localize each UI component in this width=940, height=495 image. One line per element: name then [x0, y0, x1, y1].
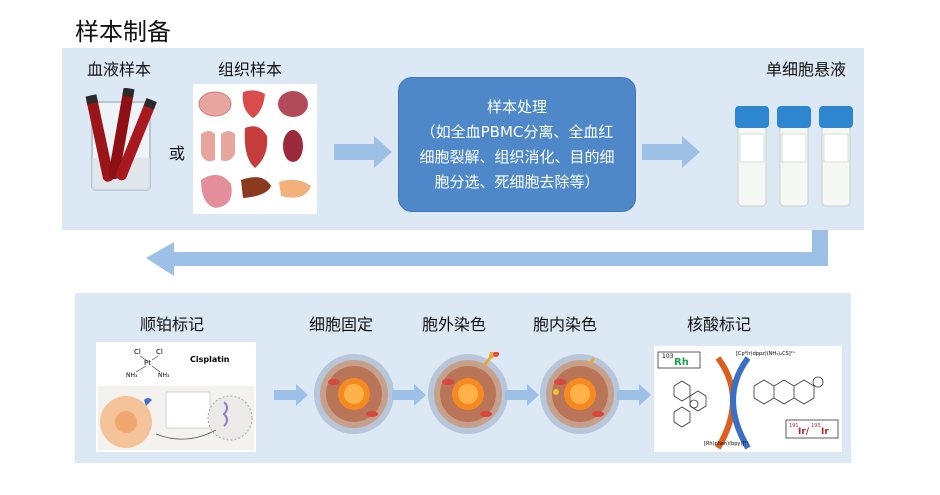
arrow-right-icon [642, 136, 700, 168]
process-line-3: 胞分选、死细胞去除等） [434, 173, 600, 191]
pt-atom: Pt [144, 359, 151, 367]
ir-mass-2: 193 [811, 423, 821, 429]
cisplatin-name: Cisplatin [190, 355, 230, 364]
arrow-right-icon [274, 384, 308, 406]
or-label: 或 [169, 144, 186, 163]
fixed-cell-icon [314, 354, 394, 434]
nh3-atom-2: NH₃ [158, 372, 170, 379]
intracellular-stain-label: 胞内染色 [533, 315, 598, 334]
cl-atom-1: Cl [134, 348, 141, 356]
tissue-sample-label: 组织样本 [218, 60, 283, 79]
sample-tubes-icon [735, 106, 853, 207]
process-heading: 样本处理 [486, 98, 547, 116]
single-cell-suspension-label: 单细胞悬液 [766, 60, 847, 79]
nucleic-labeling-figure: 103 Rh [Cp*Ir(dppz)(NH₃)₂CS]²⁺ [Rh(phen)… [654, 346, 842, 452]
organs-icon [198, 90, 311, 208]
rh-mass: 103 [662, 353, 674, 360]
intracellular-stained-cell-icon [540, 354, 620, 434]
bent-arrow-icon [146, 230, 828, 276]
ir-label-1: Ir/ [798, 427, 810, 437]
ir-label-2: Ir [821, 427, 829, 437]
tissue-organs-image [193, 84, 317, 214]
fixation-label: 细胞固定 [309, 315, 374, 334]
rh-complex-formula: [Rh(phen)(bpy)]³⁺ [704, 441, 749, 447]
blood-sample-label: 血液样本 [87, 60, 152, 79]
surface-stain-label: 胞外染色 [422, 315, 487, 334]
cisplatin-figure: Cl Cl Pt NH₃ NH₃ Cisplatin [96, 342, 256, 452]
arrow-right-icon [334, 136, 392, 168]
cl-atom-2: Cl [156, 348, 163, 356]
cisplatin-label: 顺铂标记 [140, 315, 205, 334]
arrow-right-icon [505, 384, 539, 406]
rh-label: Rh [674, 357, 689, 368]
nh3-atom-1: NH₃ [126, 372, 138, 379]
ir-complex-formula: [Cp*Ir(dppz)(NH₃)₂CS]²⁺ [736, 351, 796, 357]
process-line-2: 细胞裂解、组织消化、目的细 [419, 148, 615, 166]
nucleic-acid-label: 核酸标记 [687, 315, 752, 334]
surface-stained-cell-icon [428, 352, 508, 434]
arrow-right-icon [617, 384, 651, 406]
blood-beaker-icon [85, 88, 157, 191]
process-line-1: （如全血PBMC分离、全血红 [420, 123, 614, 141]
ir-mass-1: 191 [789, 423, 799, 429]
sample-processing-box: 样本处理 （如全血PBMC分离、全血红 细胞裂解、组织消化、目的细 胞分选、死细… [398, 77, 636, 212]
page-title: 样本制备 [75, 18, 171, 46]
arrow-right-icon [392, 384, 426, 406]
